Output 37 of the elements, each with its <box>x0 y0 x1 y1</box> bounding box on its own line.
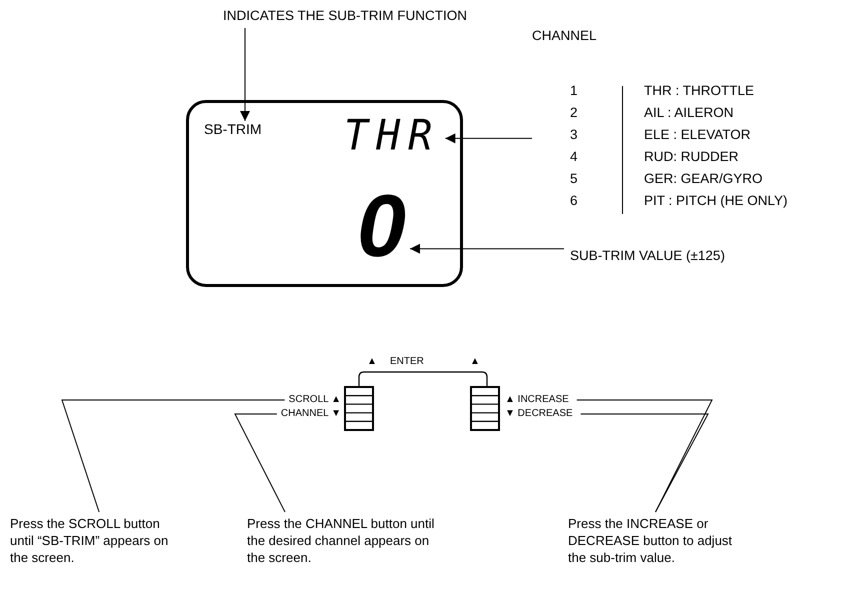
button-label: ▲ INCREASE <box>505 394 569 406</box>
channel-name: THR : THROTTLE <box>644 83 754 98</box>
lcd-screen <box>186 100 463 287</box>
leader-line <box>234 414 286 512</box>
channel-name: AIL : AILERON <box>644 105 734 120</box>
rocker-switch <box>470 386 500 431</box>
leader-line <box>580 414 709 512</box>
channel-number: 1 <box>570 83 578 98</box>
channel-name: GER: GEAR/GYRO <box>644 171 763 186</box>
table-heading: CHANNEL <box>532 28 597 43</box>
channel-number: 2 <box>570 105 578 120</box>
enter-label: ENTER <box>390 356 424 367</box>
lcd-readout: THR <box>344 112 440 160</box>
up-arrow-icon: ▲ <box>470 356 480 367</box>
up-arrow-icon: ▲ <box>367 356 377 367</box>
channel-name: ELE : ELEVATOR <box>644 127 751 142</box>
button-label: SCROLL ▲ <box>288 394 341 406</box>
channel-name: PIT : PITCH (HE ONLY) <box>644 193 788 208</box>
button-label: ▼ DECREASE <box>505 408 573 420</box>
callout-text: SUB-TRIM VALUE (±125) <box>570 248 725 264</box>
callout-text: INDICATES THE SUB-TRIM FUNCTION <box>223 7 468 24</box>
button-label: CHANNEL ▼ <box>280 408 341 420</box>
lcd-indicator-text: SB-TRIM <box>204 121 262 137</box>
rocker-switch <box>344 386 374 431</box>
lcd-digit: 0 <box>357 191 406 262</box>
arrow <box>410 244 564 254</box>
channel-number: 5 <box>570 171 578 186</box>
leader-line <box>61 400 286 512</box>
instruction-text: Press the INCREASE or DECREASE button to adjust the sub-trim value. <box>568 515 743 566</box>
channel-number: 3 <box>570 127 578 142</box>
instruction-text: Press the SCROLL button until “SB-TRIM” appears on the screen. <box>10 515 172 566</box>
instruction-text: Press the CHANNEL button until the desired channel appears on the screen. <box>247 515 437 566</box>
channel-number: 6 <box>570 193 578 208</box>
arrow <box>240 28 250 122</box>
arrow <box>444 133 532 144</box>
channel-number: 4 <box>570 149 578 164</box>
channel-name: RUD: RUDDER <box>644 149 738 164</box>
